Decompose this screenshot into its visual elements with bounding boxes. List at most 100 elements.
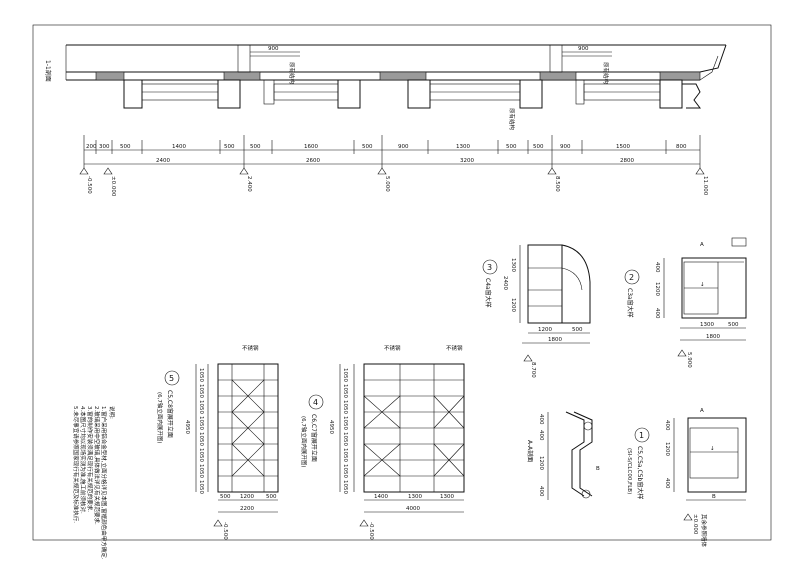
section-label: 1-1剖面 [44, 60, 52, 82]
d5-tag: 不锈钢 [242, 344, 259, 352]
detail-5-elevation: 5 C5,C8窗展开立面 (6,7轴立面内展开图) 说明: 1.窗户采用铝合金型… [72, 344, 279, 560]
elev-3: 5.000 [384, 176, 390, 192]
dim-u-11: 500 [533, 144, 544, 150]
elev-2: 2.400 [246, 176, 252, 192]
detail-1-window: 1 C5,C5a,C5b窗大样 (SI-S/CLC00,FLB) ↓ 400 1… [626, 408, 747, 548]
d4-row-6: 1050 [342, 464, 348, 478]
d4-tag-1: 不锈钢 [384, 344, 401, 352]
detail-1-number-circle [634, 427, 650, 443]
aa-tag-b: B [596, 466, 600, 472]
d5-row-5: 1050 [198, 448, 204, 462]
detail-2-window: 2 C3a窗大样 ↓ 400 1200 400 1300 500 1800 5.… [624, 237, 747, 368]
section-a-a: A-A剖面 400 400 1200 400 B [526, 411, 600, 500]
d2-elev: 5.900 [686, 352, 692, 368]
d5-row-6: 1050 [198, 464, 204, 478]
detail-2-number-circle [624, 269, 640, 285]
d4-row-7: 1050 [342, 480, 348, 494]
dim-u-4: 500 [224, 144, 235, 150]
dim-l-1: 2600 [306, 158, 320, 164]
detail-4-title: C6,C7窗展开立面 [310, 414, 318, 462]
dim-l-3: 2800 [620, 158, 634, 164]
detail-3-number-circle [482, 259, 498, 275]
d5-dim-0: 500 [220, 494, 231, 500]
d4-row-5: 1050 [342, 448, 348, 462]
detail-5-sub: (6,7轴立面内展开图) [156, 392, 164, 444]
detail-3-window: 3 C4a窗大样 1300 1200 2400 1200 500 1800 8.… [482, 244, 591, 378]
dim-u-9: 1300 [456, 144, 470, 150]
d1-elev: ±0.000 [692, 514, 698, 535]
elev-0: -0.500 [86, 176, 92, 194]
d1-tag-b: B [712, 494, 716, 500]
d5-total: 2200 [240, 506, 254, 512]
top-dim-1: 900 [268, 46, 279, 52]
d1-side-1: 1200 [664, 442, 670, 456]
dim-u-0: 200 [86, 144, 97, 150]
d5-dim-2: 500 [266, 494, 277, 500]
elev-5: 11.000 [702, 176, 708, 196]
d4-elev: -0.500 [368, 522, 374, 540]
d1-mark: ↓ [710, 445, 715, 452]
d1-side-0: 400 [664, 420, 670, 431]
d3-side-0: 1300 [510, 258, 516, 272]
note-2: 2.玻璃采用中空玻璃,具体做法详见有关规范要求. [93, 406, 101, 525]
d2-dim-0: 1300 [700, 322, 714, 328]
aa-dim-2: 1200 [538, 456, 544, 470]
d2-side-2: 400 [654, 308, 660, 319]
dim-u-10: 500 [506, 144, 517, 150]
d2-side-1: 1200 [654, 282, 660, 296]
detail-4-sub: (6,7轴立面内展开图) [300, 416, 308, 468]
detail-1-title: C5,C5a,C5b窗大样 [636, 446, 644, 499]
d4-row-4: 1050 [342, 432, 348, 446]
dim-u-14: 800 [676, 144, 687, 150]
aa-dim-0: 400 [538, 414, 544, 425]
d5-row-1: 1050 [198, 384, 204, 398]
dim-u-7: 500 [362, 144, 373, 150]
sheet-border [32, 24, 772, 541]
d3-dim-0: 1200 [538, 327, 552, 333]
detail-4-number-circle [308, 394, 324, 410]
detail-2-number: 2 [629, 273, 634, 282]
d4-row-1: 1050 [342, 384, 348, 398]
d4-total-side: 4950 [328, 420, 334, 434]
d5-row-0: 1050 [198, 368, 204, 382]
d5-row-2: 1050 [198, 400, 204, 414]
d3-side-1: 1200 [510, 298, 516, 312]
note-4: 4.本图尺寸均以现场实测为准,施工前须核对. [79, 406, 87, 514]
d2-tag-a: A [700, 242, 704, 248]
d5-total-side: 4950 [184, 420, 190, 434]
dim-u-2: 500 [120, 144, 131, 150]
detail-5-title: C5,C8窗展开立面 [166, 390, 174, 438]
d2-dim-1: 500 [728, 322, 739, 328]
section-1-1: 1-1剖面 [44, 44, 727, 197]
elev-4: 8.500 [554, 176, 560, 192]
dim-l-2: 3200 [460, 158, 474, 164]
d2-total: 1800 [706, 334, 720, 340]
d3-total: 1800 [548, 337, 562, 343]
dim-u-3: 1400 [172, 144, 186, 150]
dim-u-1: 300 [99, 144, 110, 150]
detail-2-title: C3a窗大样 [626, 288, 634, 318]
d1-tag-a: A [700, 408, 704, 414]
d4-row-2: 1050 [342, 400, 348, 414]
d4-dim-1: 1300 [408, 494, 422, 500]
dim-u-12: 900 [560, 144, 571, 150]
section-aa-title: A-A剖面 [526, 440, 534, 462]
d4-row-0: 1050 [342, 368, 348, 382]
detail-5-number-circle [164, 370, 180, 386]
d5-row-7: 1050 [198, 480, 204, 494]
aa-dim-3: 400 [538, 486, 544, 497]
top-dim-2: 900 [578, 46, 589, 52]
top-note-2: 原有结构 [602, 62, 610, 85]
d4-dim-0: 1400 [374, 494, 388, 500]
dim-u-13: 1500 [616, 144, 630, 150]
note-1: 1.窗户采用铝合金型材,立面分格详见本图,窗框颜色由甲方确定. [100, 406, 108, 560]
d1-side-2: 400 [664, 478, 670, 489]
d4-dim-2: 1300 [440, 494, 454, 500]
detail-3-number: 3 [487, 263, 492, 272]
detail-5-number: 5 [169, 374, 174, 383]
d4-tag-2: 不锈钢 [446, 344, 463, 352]
d5-dim-1: 1200 [240, 494, 254, 500]
detail-4-elevation: 4 C6,C7窗展开立面 (6,7轴立面内展开图) 1050 1050 1050… [300, 344, 465, 540]
d3-dim-1: 500 [572, 327, 583, 333]
